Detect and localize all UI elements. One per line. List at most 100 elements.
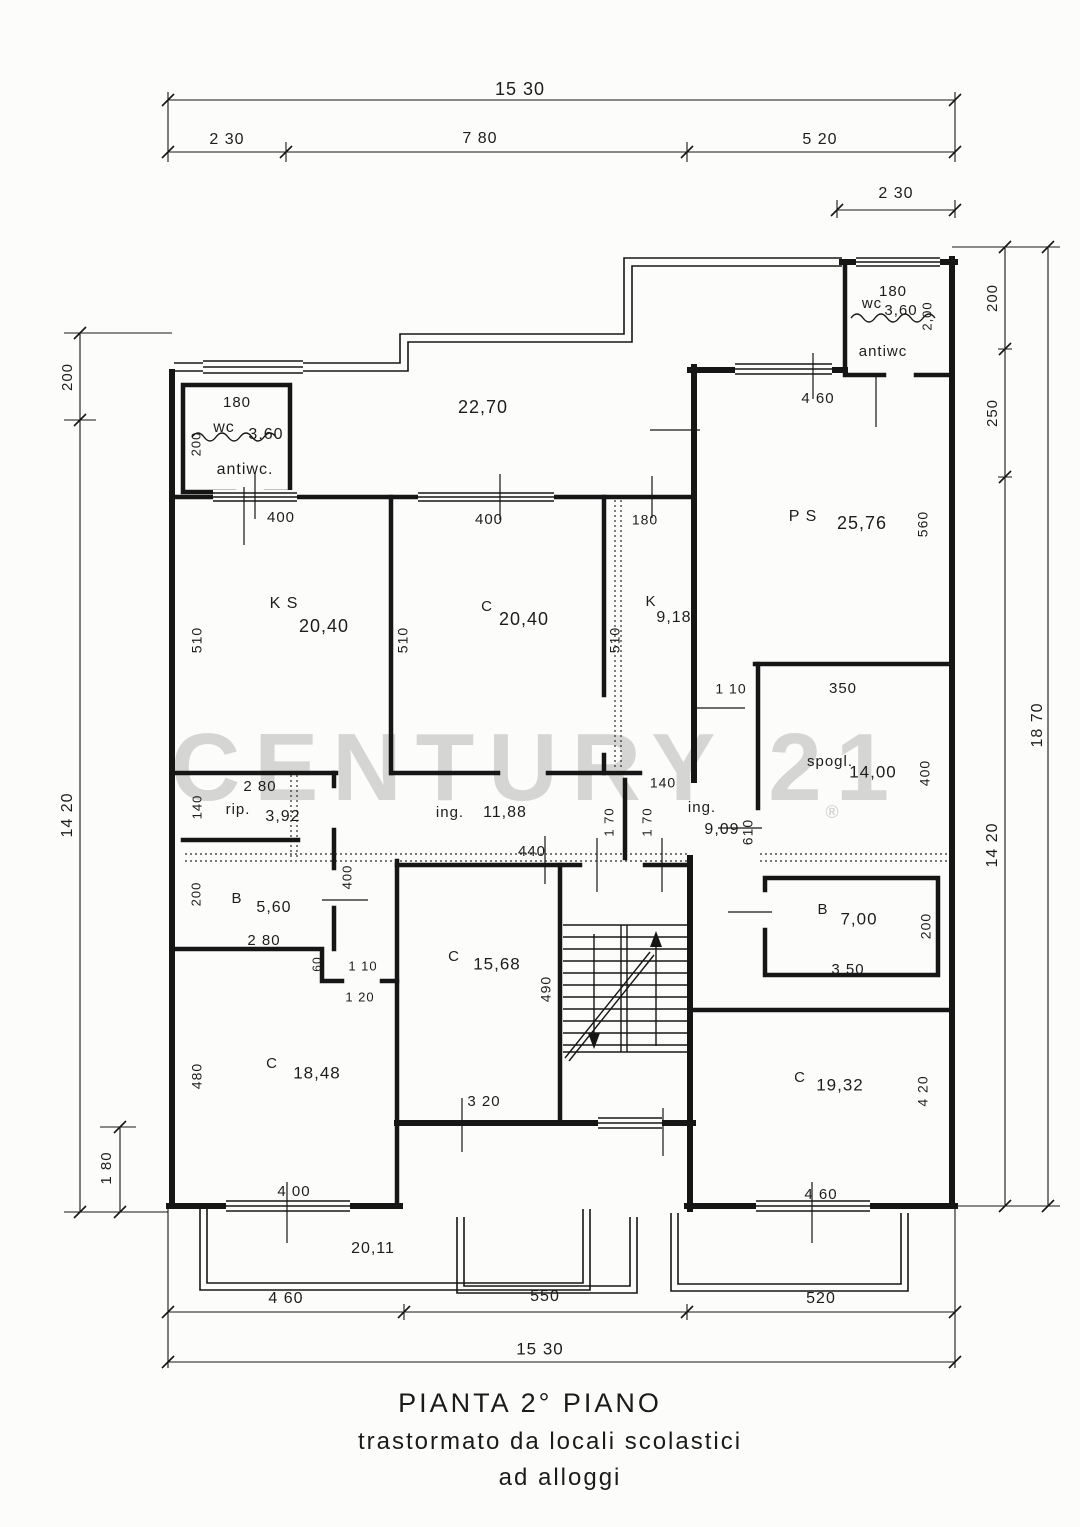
window-icon <box>226 1198 350 1213</box>
hall2-pass-a: 1 70 <box>601 807 616 836</box>
rip-depth: 140 <box>189 795 204 820</box>
c-2040-depth: 510 <box>395 627 411 653</box>
dim-top-230-right: 2 30 <box>878 185 913 202</box>
bath1-height: 200 <box>188 882 203 907</box>
stair-up-arrow-icon <box>650 931 662 947</box>
c-1848-area: 18,48 <box>293 1063 341 1082</box>
c-2040-width: 400 <box>475 511 503 528</box>
c-2040-area: 20,40 <box>499 609 549 629</box>
hall2-width: 140 <box>650 775 676 791</box>
dim-right-1420: 14 20 <box>984 822 1001 867</box>
watermark-text: CENTURY 21 <box>171 714 903 821</box>
c-1848-label: C <box>266 1055 278 1072</box>
staircase <box>563 924 687 1062</box>
title-line-1: PIANTA 2° PIANO <box>398 1388 662 1418</box>
wc-left-label: wc <box>212 419 235 436</box>
c-1932-label: C <box>794 1069 806 1086</box>
k-label: K <box>645 593 656 610</box>
spogl-width: 350 <box>829 680 857 697</box>
ks-depth: 510 <box>189 627 205 653</box>
ps-window-width: 4 60 <box>801 390 834 407</box>
bath1-label: B <box>231 890 242 907</box>
dim-top-780: 7 80 <box>462 130 497 147</box>
c-1568-area: 15,68 <box>473 954 521 973</box>
ps-depth: 560 <box>915 511 931 537</box>
dim-bottom-520: 520 <box>806 1290 836 1307</box>
balcony-area: 20,11 <box>351 1240 395 1257</box>
stair-down-arrow-icon <box>588 1033 600 1049</box>
antiwc-right-label: antiwc <box>859 343 908 360</box>
spogl-area: 14,00 <box>849 762 897 781</box>
window-icon <box>203 358 303 376</box>
dim-top-230-left: 2 30 <box>209 131 244 148</box>
spogl-depth: 400 <box>917 760 933 786</box>
plan-labels: 15 30 2 30 7 80 5 20 2 30 200 14 20 1 80 200 250 1… <box>59 79 1046 1359</box>
dim-top-520: 5 20 <box>802 131 837 148</box>
demolition-dotted-lines <box>185 500 950 862</box>
bath2-area: 7,00 <box>840 909 877 928</box>
spogl-label: spogl. <box>807 753 853 770</box>
c-1932-depth: 4 20 <box>915 1075 931 1106</box>
dim-bottom-550: 550 <box>530 1288 560 1305</box>
wc-right-width: 180 <box>879 283 907 300</box>
c-1568-width: 3 20 <box>467 1093 500 1110</box>
bath2-width: 3 50 <box>831 961 864 978</box>
hall1-label: ing. <box>436 804 464 821</box>
passage-width: 400 <box>339 865 354 890</box>
dim-top-overall: 15 30 <box>495 79 545 99</box>
windows <box>203 255 940 1213</box>
balconies <box>199 1209 909 1294</box>
c-1932-width: 4 60 <box>804 1186 837 1203</box>
k-area: 9,18 <box>656 609 691 626</box>
k-depth: 510 <box>607 627 623 653</box>
dim-right-250: 250 <box>984 399 1001 427</box>
antiwc-left-label: antiwc. <box>217 461 274 478</box>
terrace-area: 22,70 <box>458 397 508 417</box>
hall2-area: 9,09 <box>704 821 739 838</box>
bath1-width: 2 80 <box>247 932 280 949</box>
wc-right-label: wc <box>861 295 882 312</box>
hall2-depth: 610 <box>740 819 756 845</box>
ks-width: 400 <box>267 509 295 526</box>
title-line-2: trastormato da locali scolastici <box>358 1428 742 1455</box>
title-line-3: ad alloggi <box>499 1464 622 1491</box>
dim-left-200: 200 <box>59 363 76 391</box>
notch-110: 1 10 <box>348 958 377 973</box>
c-1932-area: 19,32 <box>816 1075 864 1094</box>
watermark-registered-icon: ® <box>825 802 838 822</box>
c-1568-depth: 490 <box>538 976 554 1002</box>
dim-left-180: 1 80 <box>98 1151 115 1184</box>
partition-walls <box>169 259 955 1209</box>
ks-label: K S <box>270 595 299 612</box>
hall1-width: 440 <box>518 843 546 860</box>
c-1568-label: C <box>448 948 460 965</box>
hall2-pass-b: 1 70 <box>639 807 654 836</box>
dim-bottom-460: 4 60 <box>268 1290 303 1307</box>
wavy-partition-icon <box>191 313 936 442</box>
c-1848-width: 4 00 <box>277 1183 310 1200</box>
ps-area: 25,76 <box>837 513 887 533</box>
drawing-title: PIANTA 2° PIANO trastormato da locali sc… <box>358 1388 742 1491</box>
window-icon <box>756 1198 870 1213</box>
wc-right-area: 3,60 <box>884 302 917 319</box>
door-opening-icon <box>598 1115 662 1130</box>
wc-right-height: 2,00 <box>919 301 934 330</box>
ks-area: 20,40 <box>299 616 349 636</box>
window-icon <box>856 255 940 268</box>
rip-width: 2 80 <box>243 778 276 795</box>
bath2-label: B <box>817 901 828 918</box>
opening-ticks <box>243 353 877 1243</box>
hall1-area: 11,88 <box>483 804 527 821</box>
c-1848-depth: 480 <box>189 1063 205 1089</box>
dim-right-200: 200 <box>984 284 1001 312</box>
rip-label: rip. <box>226 801 251 818</box>
wc-left-height: 200 <box>188 432 203 457</box>
rip-area: 3,92 <box>265 808 300 825</box>
dim-right-1870: 18 70 <box>1029 702 1046 747</box>
k-width: 180 <box>632 512 658 528</box>
window-icon <box>418 490 554 503</box>
wc-left-width: 180 <box>223 394 251 411</box>
wc-left-area: 3,60 <box>248 426 283 443</box>
